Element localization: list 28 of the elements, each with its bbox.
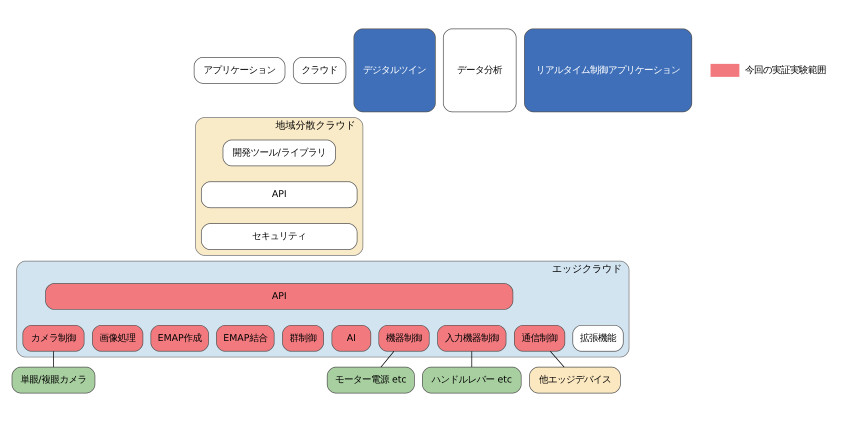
- node-box: 群制御: [282, 324, 324, 352]
- node-box: リアルタイム制御アプリケーション: [524, 28, 692, 112]
- node-box: 画像処理: [92, 324, 144, 352]
- node-box: 機器制御: [378, 324, 430, 352]
- node-box: カメラ制御: [22, 324, 84, 352]
- node-box: 入力機器制御: [437, 324, 506, 352]
- node-box: データ分析: [442, 28, 517, 112]
- node-box: セキュリティ: [200, 222, 358, 250]
- node-box: EMAP作成: [150, 324, 209, 352]
- node-box: アプリケーション: [194, 56, 286, 84]
- node-box: 拡張機能: [572, 324, 624, 352]
- legend-label: 今回の実証実験範囲: [745, 64, 826, 76]
- node-box: ハンドルレバー etc: [422, 366, 522, 393]
- node-box: デジタルツイン: [354, 28, 436, 112]
- node-box: API: [45, 282, 514, 310]
- node-box: 開発ツール/ライブラリ: [222, 139, 336, 166]
- connector: [53, 350, 54, 367]
- connector: [550, 350, 565, 367]
- node-box: モーター電源 etc: [326, 366, 415, 393]
- node-box: API: [200, 180, 358, 208]
- connector: [471, 350, 472, 367]
- node-box: EMAP結合: [216, 324, 275, 352]
- node-box: 通信制御: [514, 324, 566, 352]
- node-box: 単眼/複眼カメラ: [12, 366, 96, 393]
- connector: [380, 350, 394, 367]
- node-box: クラウド: [292, 56, 346, 84]
- node-box: 他エッジデバイス: [529, 366, 621, 393]
- node-box: AI: [332, 324, 372, 352]
